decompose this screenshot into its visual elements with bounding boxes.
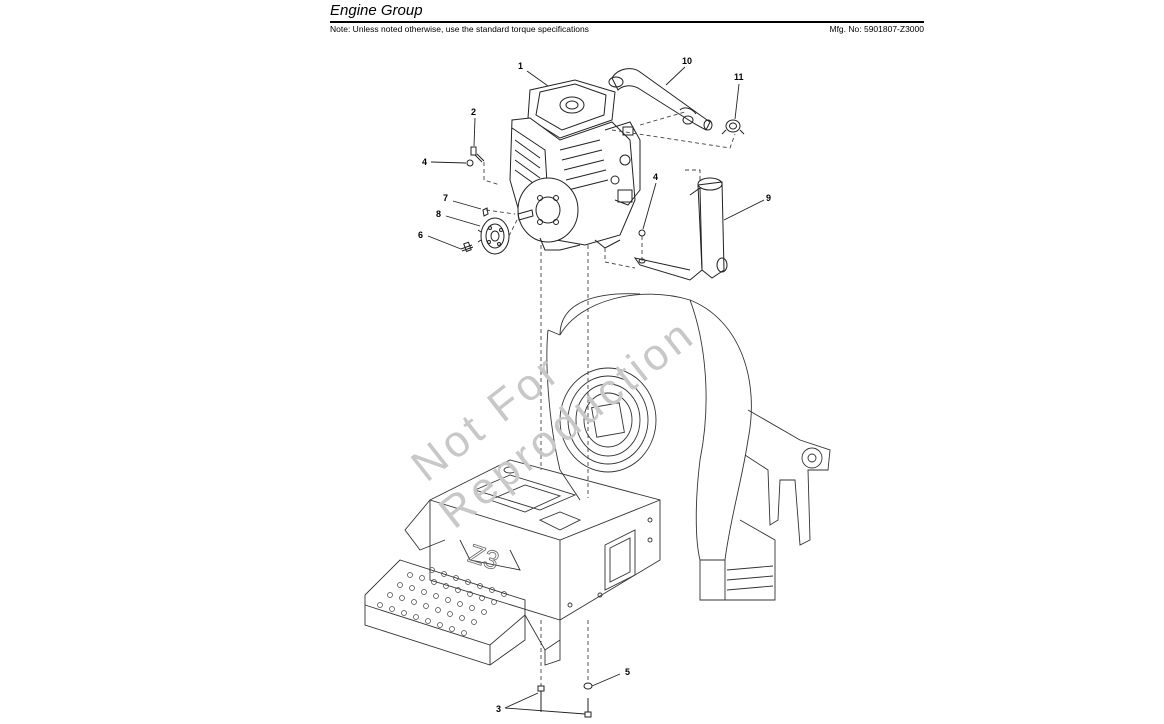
pulley	[477, 217, 510, 255]
blower-housing	[546, 293, 831, 601]
torque-note: Note: Unless noted otherwise, use the st…	[330, 24, 589, 34]
mounting-frame	[364, 459, 661, 666]
key	[482, 207, 489, 217]
watermark: Not For Reproduction	[402, 309, 704, 538]
callout-3: 3	[496, 704, 501, 714]
mfg-number: Mfg. No: 5901807-Z3000	[829, 24, 924, 34]
header-rule	[330, 21, 924, 23]
callout-9: 9	[766, 193, 771, 203]
callout-2: 2	[471, 107, 476, 117]
chute-pivot	[801, 447, 823, 469]
page-header: Engine Group Note: Unless noted otherwis…	[330, 0, 924, 35]
frame-logo: Z3	[465, 538, 503, 576]
callout-4-left: 4	[422, 157, 427, 167]
frame-bolt-left	[537, 685, 545, 712]
callout-6: 6	[418, 230, 423, 240]
frame-nut	[583, 682, 593, 690]
callout-4-right: 4	[653, 172, 658, 182]
engine-nut-left	[466, 159, 474, 167]
engine	[509, 79, 641, 251]
callout-10: 10	[682, 56, 692, 66]
callout-7: 7	[443, 193, 448, 203]
page-title: Engine Group	[330, 2, 423, 19]
callout-8: 8	[436, 209, 441, 219]
footplate	[364, 559, 526, 666]
callout-5: 5	[625, 667, 630, 677]
footplate-dimples	[377, 567, 507, 636]
exhaust-clamp	[721, 119, 745, 135]
brand-emblem	[559, 96, 585, 114]
muffler-bracket	[633, 177, 728, 281]
header-subline: Note: Unless noted otherwise, use the st…	[330, 23, 924, 35]
exhaust-pipe	[608, 68, 713, 131]
engine-nut-right	[638, 229, 646, 237]
engine-bolt-left	[470, 146, 485, 163]
leader-lines	[427, 66, 765, 715]
pulley-bolt	[460, 241, 474, 253]
assembly-lines	[483, 111, 736, 686]
callout-11: 11	[734, 72, 744, 82]
callout-1: 1	[518, 61, 523, 71]
frame-bolt-right	[584, 698, 592, 718]
intake-grille	[559, 367, 657, 473]
